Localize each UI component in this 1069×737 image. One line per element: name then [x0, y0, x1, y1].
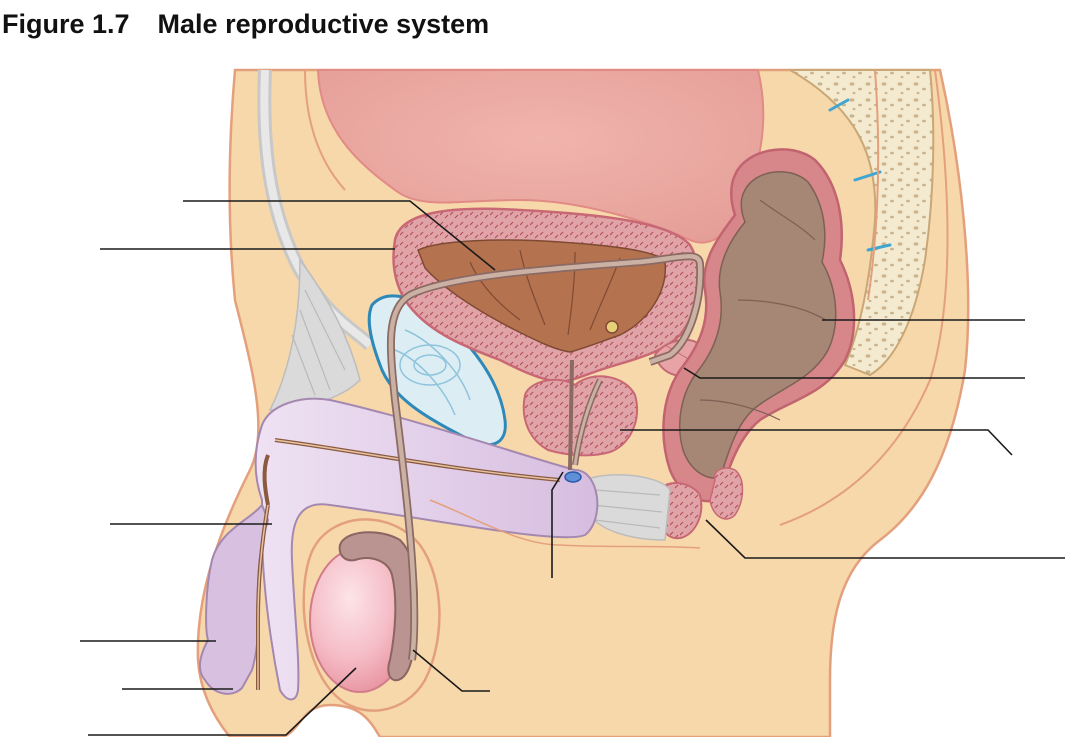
- penis: [198, 397, 599, 701]
- figure-number: Figure 1.7: [2, 8, 130, 39]
- leader-line-8: [551, 471, 564, 578]
- rectum: [662, 148, 856, 520]
- sacrum-bone: [786, 69, 935, 377]
- label-leader-lines: [80, 200, 1065, 736]
- perineal-muscles: [584, 474, 671, 541]
- figure-title: Figure 1.7 Male reproductive system: [0, 4, 489, 44]
- bulbourethral-gland: [564, 471, 582, 483]
- leader-line-1: [183, 200, 496, 271]
- epididymis: [338, 531, 418, 682]
- perineal-skin-line: [429, 499, 701, 549]
- figure-caption: Male reproductive system: [157, 8, 490, 39]
- leader-line-12: [88, 667, 357, 736]
- leader-line-5: [620, 429, 1013, 456]
- leader-line-4: [683, 367, 1025, 379]
- posterior-wall: [779, 69, 949, 526]
- ductus-deferens: [386, 252, 705, 661]
- leader-line-10: [412, 649, 490, 692]
- leader-line-6: [705, 519, 1065, 559]
- abdominal-wall: [257, 69, 375, 351]
- prostate-gland: [522, 375, 638, 457]
